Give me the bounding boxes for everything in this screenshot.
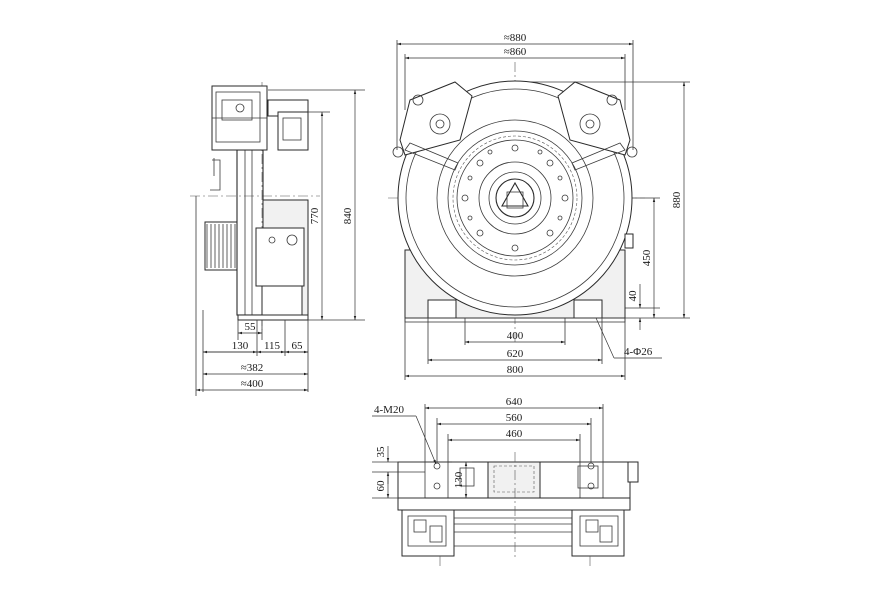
dim-front-620: 620 <box>507 348 524 360</box>
dim-front-800: 800 <box>507 364 524 376</box>
dim-bottom-560: 560 <box>506 412 523 424</box>
dim-bottom-130: 130 <box>453 471 465 488</box>
dim-side-65: 65 <box>292 340 304 352</box>
dim-side-382: ≈382 <box>241 362 264 374</box>
dim-bottom-640: 640 <box>506 396 523 408</box>
dim-bottom-460: 460 <box>506 428 523 440</box>
dim-front-40: 40 <box>627 290 639 302</box>
dim-bottom-60: 60 <box>375 480 387 492</box>
dim-side-55: 55 <box>245 321 257 333</box>
side-view: 840 770 55 130 115 65 ≈382 ≈400 <box>190 82 365 396</box>
dim-bottom-threads: 4-M20 <box>374 404 404 416</box>
dim-side-115: 115 <box>264 340 281 352</box>
dim-front-880w: ≈880 <box>504 32 527 44</box>
dim-side-400: ≈400 <box>241 378 264 390</box>
dim-side-840: 840 <box>342 207 354 224</box>
dim-front-880h: 880 <box>671 191 683 208</box>
dim-side-130: 130 <box>232 340 249 352</box>
dim-front-400: 400 <box>507 330 524 342</box>
left-brake <box>392 81 473 171</box>
flange-bolts <box>461 144 569 252</box>
dim-front-450: 450 <box>641 249 653 266</box>
dim-front-860w: ≈860 <box>504 46 527 58</box>
dim-bottom-35: 35 <box>375 446 387 458</box>
front-view: ≈880 ≈860 880 450 40 400 620 800 4-Φ26 <box>388 32 690 380</box>
sheave-grooves <box>206 224 236 268</box>
right-brake <box>557 81 638 171</box>
dim-side-770: 770 <box>309 207 321 224</box>
bottom-view: 640 560 460 4-M20 35 60 130 <box>372 396 639 566</box>
dim-front-holes: 4-Φ26 <box>624 346 653 358</box>
